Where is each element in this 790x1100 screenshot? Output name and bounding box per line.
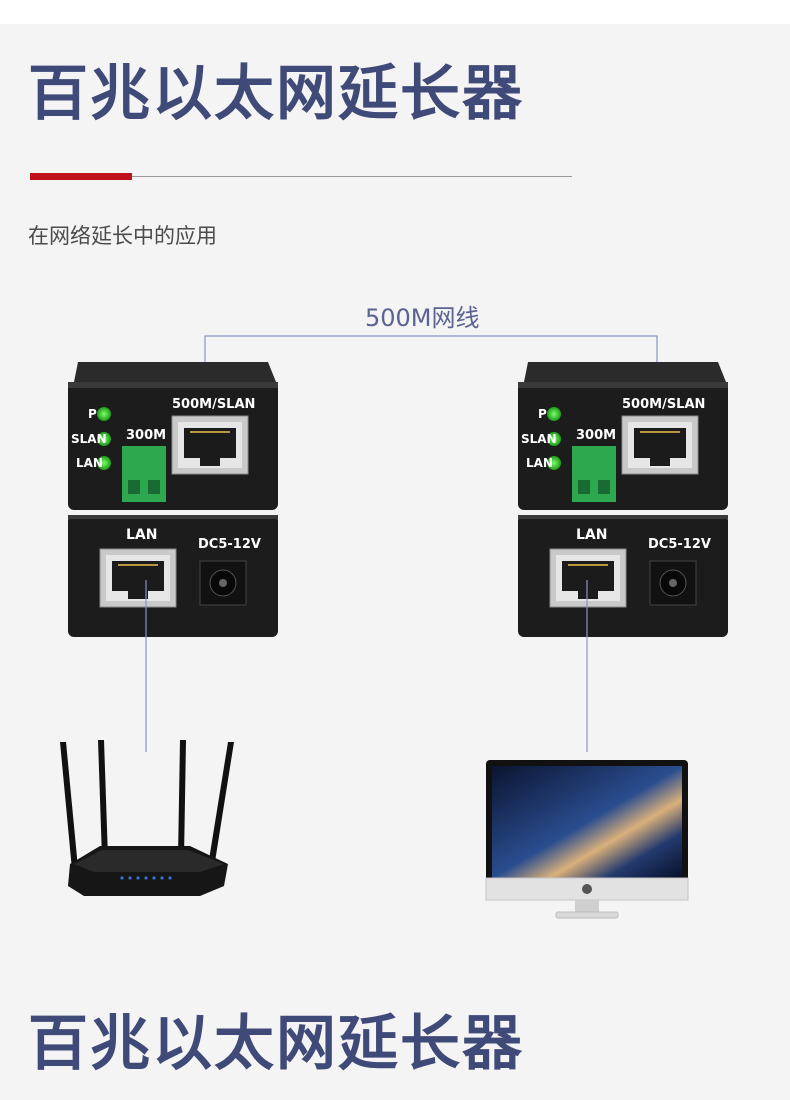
- lan-port-label: LAN: [126, 527, 157, 543]
- terminal-label: 300M: [576, 428, 616, 443]
- divider-line: [30, 176, 572, 177]
- power-label: DC5-12V: [198, 537, 261, 552]
- led-label-slan: SLAN: [521, 432, 557, 446]
- left-extender-base: LAN DC5-12V: [68, 515, 278, 637]
- footer-title: 百兆以太网延长器: [28, 1009, 524, 1079]
- right-extender-base: LAN DC5-12V: [518, 515, 728, 637]
- led-label-lan: LAN: [526, 456, 553, 470]
- page-subtitle: 在网络延长中的应用: [28, 224, 217, 248]
- right-extender: P SLAN LAN 300M 500M/SLAN: [518, 362, 728, 510]
- top-strip: [0, 0, 790, 24]
- lan-port-label: LAN: [576, 527, 607, 543]
- led-label-p: P: [538, 407, 547, 421]
- upper-port-label: 500M/SLAN: [622, 397, 705, 412]
- led-label-p: P: [88, 407, 97, 421]
- computer-monitor-icon: [485, 760, 689, 919]
- led-label-slan: SLAN: [71, 432, 107, 446]
- led-label-lan: LAN: [76, 456, 103, 470]
- terminal-label: 300M: [126, 428, 166, 443]
- divider-accent: [30, 173, 132, 180]
- left-extender: P SLAN LAN 300M 500M/SLAN: [68, 362, 278, 510]
- cable-label: 500M网线: [365, 298, 480, 333]
- upper-port-label: 500M/SLAN: [172, 397, 255, 412]
- power-label: DC5-12V: [648, 537, 711, 552]
- router-icon: [60, 740, 234, 896]
- page-title: 百兆以太网延长器: [28, 59, 524, 129]
